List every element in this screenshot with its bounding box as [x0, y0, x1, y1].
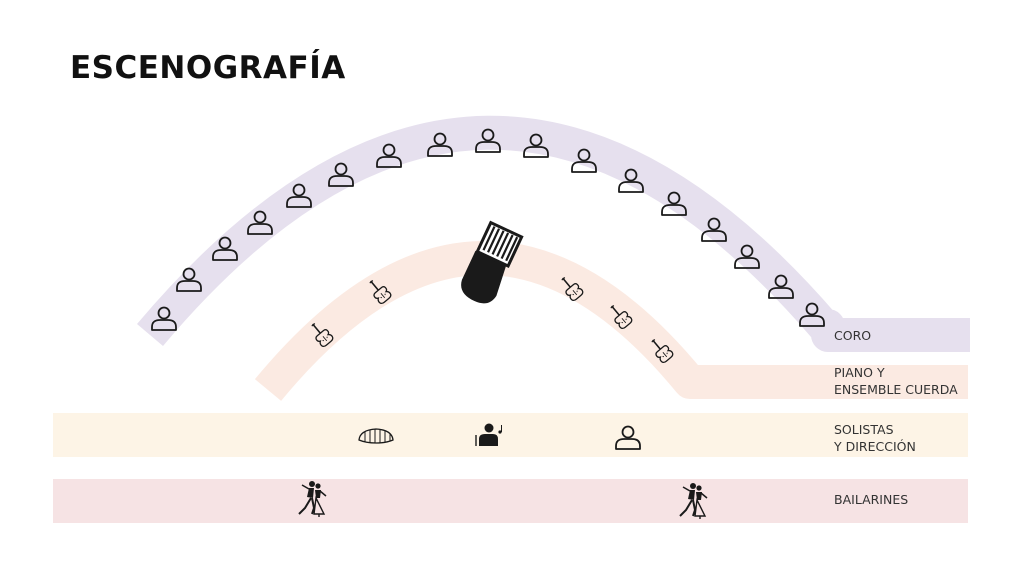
choir-arc-band	[137, 115, 970, 352]
conductor-icon	[475, 423, 502, 446]
soloists-band	[53, 413, 968, 457]
label-coro: CORO	[834, 328, 872, 343]
dancers-band	[53, 479, 968, 523]
page-title: ESCENOGRAFÍA	[70, 50, 346, 86]
label-solistas: SOLISTAS Y DIRECCIÓN	[834, 422, 916, 454]
grand-piano-icon	[461, 220, 524, 304]
label-bailarines: BAILARINES	[834, 492, 909, 507]
bandoneon-icon	[358, 428, 394, 444]
label-piano-ensemble: PIANO Y ENSEMBLE CUERDA	[834, 365, 958, 397]
